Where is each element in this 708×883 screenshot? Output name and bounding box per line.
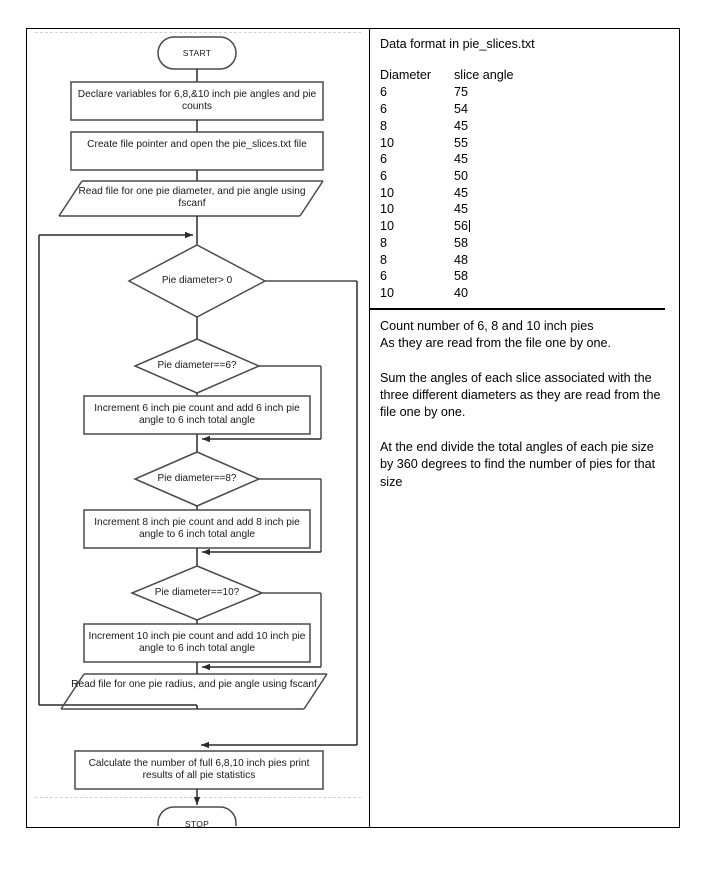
flowchart-cell: START Declare variables for 6,8,&10 inch…: [27, 29, 370, 827]
table-row: 10 45: [380, 201, 514, 218]
cell-diameter: 6: [380, 269, 388, 284]
cell-slice-angle: 75: [454, 85, 469, 100]
cell-diameter: 10: [380, 286, 395, 301]
cell-diameter: 10: [380, 219, 395, 234]
note-sum-angles: Sum the angles of each slice associated …: [380, 370, 661, 420]
document-table: START Declare variables for 6,8,&10 inch…: [26, 28, 680, 828]
header-slice-angle: slice angle: [454, 67, 514, 82]
cell-diameter: 10: [380, 185, 395, 200]
cell-diameter: 6: [380, 152, 388, 167]
cell-diameter: 8: [380, 252, 388, 267]
text-cursor: [469, 220, 471, 233]
section-divider: [370, 307, 665, 310]
table-row: 6 45: [380, 151, 514, 168]
table-header-row: Diameter slice angle: [380, 67, 514, 85]
cell-diameter: 10: [380, 135, 395, 150]
table-row: 6 50: [380, 168, 514, 185]
data-format-title: Data format in pie_slices.txt: [380, 37, 535, 51]
cell-slice-angle: 45: [454, 118, 469, 133]
table-row: 6 54: [380, 101, 514, 118]
cell-slice-angle: 55: [454, 135, 469, 150]
table-row: 6 58: [380, 268, 514, 285]
table-row: 8 45: [380, 118, 514, 135]
flowchart-diagram: [27, 29, 369, 826]
cell-diameter: 10: [380, 202, 395, 217]
table-row: 10 56: [380, 218, 514, 235]
note-count-pies: Count number of 6, 8 and 10 inch pies: [380, 318, 594, 333]
header-diameter: Diameter: [380, 67, 432, 82]
table-row: 10 45: [380, 185, 514, 202]
cell-diameter: 6: [380, 102, 388, 117]
cell-slice-angle: 54: [454, 102, 469, 117]
cell-slice-angle: 45: [454, 152, 469, 167]
cell-slice-angle: 58: [454, 235, 469, 250]
cell-slice-angle: 58: [454, 269, 469, 284]
note-divide-360: At the end divide the total angles of ea…: [380, 439, 656, 489]
table-row: 10 40: [380, 285, 514, 302]
table-row: 8 58: [380, 235, 514, 252]
cell-slice-angle: 48: [454, 252, 469, 267]
cell-diameter: 6: [380, 85, 388, 100]
note-spacer-1: [380, 353, 669, 370]
cell-diameter: 6: [380, 169, 388, 184]
pie-slices-data-table: Diameter slice angle 6 75 6 54 8 45 10 55 6 45 6 50…: [380, 67, 514, 302]
cell-slice-angle: 45: [454, 202, 469, 217]
cell-slice-angle: 40: [454, 286, 469, 301]
note-read-one-by-one: As they are read from the file one by on…: [380, 336, 612, 351]
cell-slice-angle: 50: [454, 169, 469, 184]
cell-diameter: 8: [380, 235, 388, 250]
table-row: 8 48: [380, 252, 514, 269]
table-row: 6 75: [380, 84, 514, 101]
notes-cell: Data format in pie_slices.txt Diameter s…: [370, 29, 679, 827]
top-dashed-rule: [35, 32, 361, 33]
cell-diameter: 8: [380, 118, 388, 133]
cell-slice-angle: 45: [454, 185, 469, 200]
note-spacer-2: [380, 422, 669, 439]
table-row: 10 55: [380, 135, 514, 152]
cell-slice-angle: 56: [454, 219, 471, 234]
